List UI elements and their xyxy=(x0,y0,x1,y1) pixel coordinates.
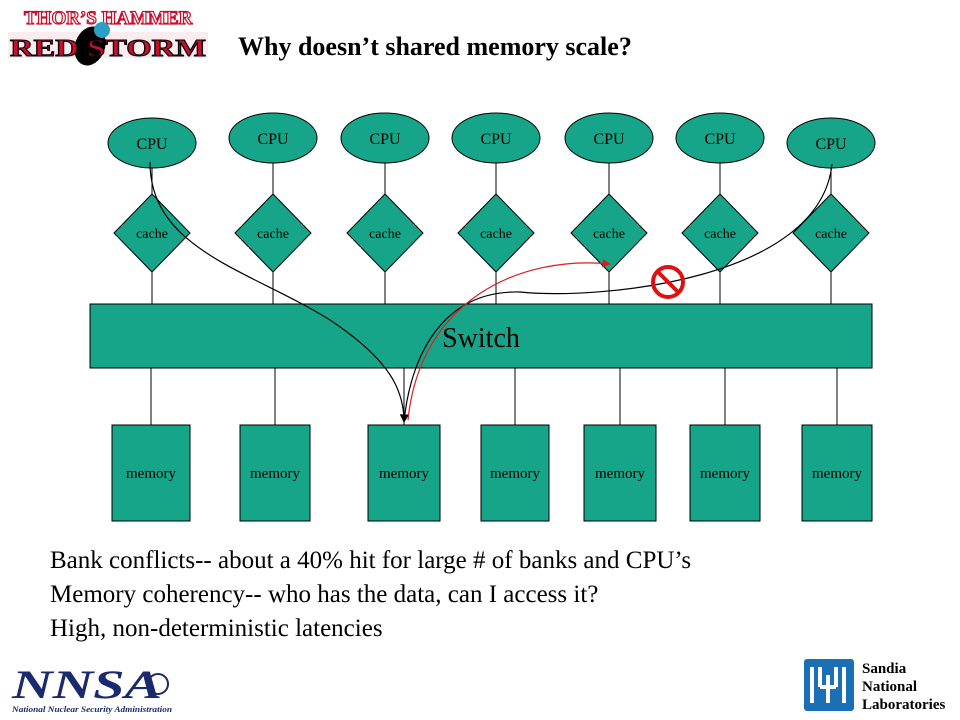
cache-label: cache xyxy=(480,227,512,242)
memory-node xyxy=(689,424,761,522)
cache-node xyxy=(113,193,191,273)
switch: Switch xyxy=(89,303,873,369)
sandia-logo: Sandia National Laboratories xyxy=(804,659,945,713)
cpu-node xyxy=(340,112,430,164)
atom-icon xyxy=(147,673,169,695)
memory-label: memory xyxy=(700,466,750,482)
cache-node xyxy=(346,193,424,273)
prohibited-icon xyxy=(651,265,685,299)
bullet-bank-conflicts: Bank conflicts-- about a 40% hit for lar… xyxy=(50,547,692,574)
cpu7-to-memory-arrow xyxy=(400,163,833,423)
cpu-label: CPU xyxy=(480,131,512,148)
cpu-label: CPU xyxy=(257,131,289,148)
bullet-memory-coherency: Memory coherency-- who has the data, can… xyxy=(50,581,599,608)
bullet-latencies: High, non-deterministic latencies xyxy=(50,615,383,642)
cpu-node xyxy=(228,112,318,164)
memory-label: memory xyxy=(126,466,176,482)
memory-label: memory xyxy=(595,466,645,482)
thors-hammer-red-storm-logo: THOR’S HAMMER RED STORM xyxy=(8,7,208,66)
memory-node xyxy=(480,424,550,522)
sandia-line1: Sandia xyxy=(862,661,907,677)
cpu-label: CPU xyxy=(593,131,625,148)
cache-label: cache xyxy=(257,227,289,242)
cpu-label: CPU xyxy=(815,136,847,153)
cpu-node xyxy=(107,117,197,169)
sandia-line3: Laboratories xyxy=(862,697,945,713)
slide-title: Why doesn’t shared memory scale? xyxy=(238,32,632,61)
memory-label: memory xyxy=(812,466,862,482)
memory-node xyxy=(801,424,873,522)
cache-node xyxy=(234,193,312,273)
logo-line2: RED STORM xyxy=(10,36,206,62)
memory-node xyxy=(239,424,311,522)
cpu1-to-memory-arrow xyxy=(149,161,409,423)
cache-label: cache xyxy=(815,227,847,242)
sandia-line2: National xyxy=(862,679,917,695)
cpu-node xyxy=(564,112,654,164)
switch-box xyxy=(89,303,873,369)
cache-label: cache xyxy=(704,227,736,242)
cache-label: cache xyxy=(369,227,401,242)
memory-label: memory xyxy=(490,466,540,482)
nnsa-caption: National Nuclear Security Administration xyxy=(11,705,173,714)
cpu-label: CPU xyxy=(136,136,168,153)
lightning-icon xyxy=(94,22,110,38)
memory-node xyxy=(111,424,191,522)
cache-label: cache xyxy=(136,227,168,242)
switch-label: Switch xyxy=(442,323,520,354)
memory-label: memory xyxy=(379,466,429,482)
cpu-node xyxy=(675,112,765,164)
cpu-label: CPU xyxy=(369,131,401,148)
cache-node xyxy=(570,193,648,273)
memory-node xyxy=(583,424,657,522)
cache-node xyxy=(457,193,535,273)
cpu-node xyxy=(451,112,541,164)
nnsa-logo: NNSA National Nuclear Security Administr… xyxy=(11,662,173,714)
bullet-list: Bank conflicts-- about a 40% hit for lar… xyxy=(50,544,691,646)
cache-label: cache xyxy=(593,227,625,242)
nnsa-logo-text: NNSA xyxy=(11,662,162,707)
cpu-label: CPU xyxy=(704,131,736,148)
logo-line1: THOR’S HAMMER xyxy=(24,8,193,29)
memory-label: memory xyxy=(250,466,300,482)
memory-to-cache5-red-arrow xyxy=(407,259,611,421)
cache-node xyxy=(681,193,759,273)
memory-node xyxy=(367,424,441,522)
